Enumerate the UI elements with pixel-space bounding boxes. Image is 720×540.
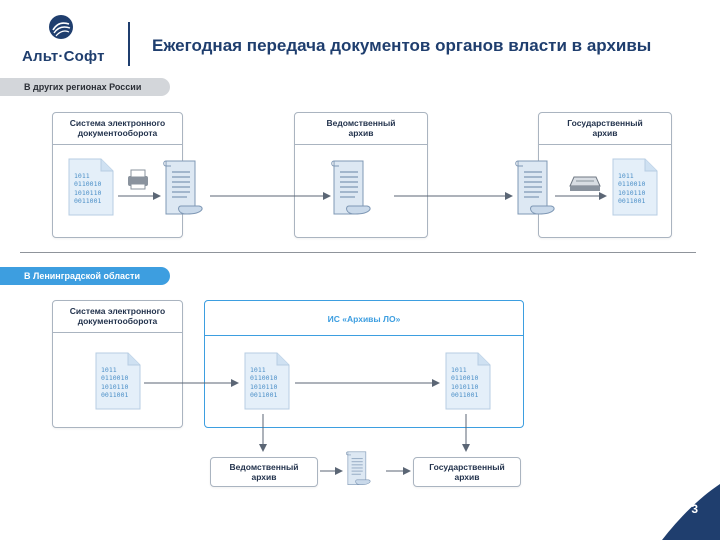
top-state-archive-label: Государственный архив [567, 118, 643, 138]
file-line: 0110010 [618, 180, 646, 189]
section-tab-other-regions: В других регионах России [0, 78, 170, 96]
top-dept-archive-label: Ведомственный архив [326, 118, 396, 138]
file-line: 0110010 [101, 374, 129, 383]
file-line: 1010110 [451, 382, 479, 391]
file-icon: 1011 0110010 1010110 0011001 [612, 158, 658, 216]
file-line: 1011 [250, 366, 266, 374]
logo-text: Альт·Софт [22, 48, 105, 65]
file-line: 1011 [618, 172, 634, 180]
page-title: Ежегодная передача документов органов вл… [152, 36, 652, 55]
header-divider [128, 22, 130, 66]
top-state-archive-label-divider [539, 144, 671, 145]
top-sed-label-divider [53, 144, 182, 145]
file-line: 0011001 [618, 197, 646, 206]
bottom-sed-label-divider [53, 332, 182, 333]
bottom-dept-archive-label: Ведомственный архив [229, 462, 299, 482]
bottom-sed-label: Система электронного документооборота [69, 306, 166, 326]
top-dept-archive-box: Ведомственный архив [294, 112, 428, 238]
file-line: 0011001 [250, 391, 278, 400]
file-line: 1011 [74, 172, 90, 180]
top-sed-label: Система электронного документооборота [69, 118, 166, 138]
bottom-state-archive-box: Государственный архив [413, 457, 521, 487]
file-line: 0110010 [451, 374, 479, 383]
bottom-dept-archive-box: Ведомственный архив [210, 457, 318, 487]
bottom-state-archive-label: Государственный архив [429, 462, 505, 482]
file-icon: 1011 0110010 1010110 0011001 [95, 352, 141, 410]
file-line: 1011 [451, 366, 467, 374]
file-icon: 1011 0110010 1010110 0011001 [445, 352, 491, 410]
section-separator [20, 252, 696, 253]
logo-icon [49, 15, 73, 39]
file-line: 1010110 [74, 188, 102, 197]
file-line: 0011001 [74, 197, 102, 206]
file-line: 0011001 [451, 391, 479, 400]
is-archives-lo-divider [205, 335, 523, 336]
file-line: 0011001 [101, 391, 129, 400]
file-line: 1010110 [250, 382, 278, 391]
file-line: 1010110 [101, 382, 129, 391]
file-line: 1010110 [618, 188, 646, 197]
top-dept-archive-label-divider [295, 144, 427, 145]
file-line: 1011 [101, 366, 117, 374]
paper-scroll-icon [346, 451, 371, 486]
section-tab-leningrad: В Ленинградской области [0, 267, 170, 285]
page-number: 3 [691, 502, 698, 516]
file-line: 0110010 [250, 374, 278, 383]
file-icon: 1011 0110010 1010110 0011001 [68, 158, 114, 216]
is-archives-lo-label: ИС «Архивы ЛО» [327, 314, 401, 324]
file-icon: 1011 0110010 1010110 0011001 [244, 352, 290, 410]
file-line: 0110010 [74, 180, 102, 189]
